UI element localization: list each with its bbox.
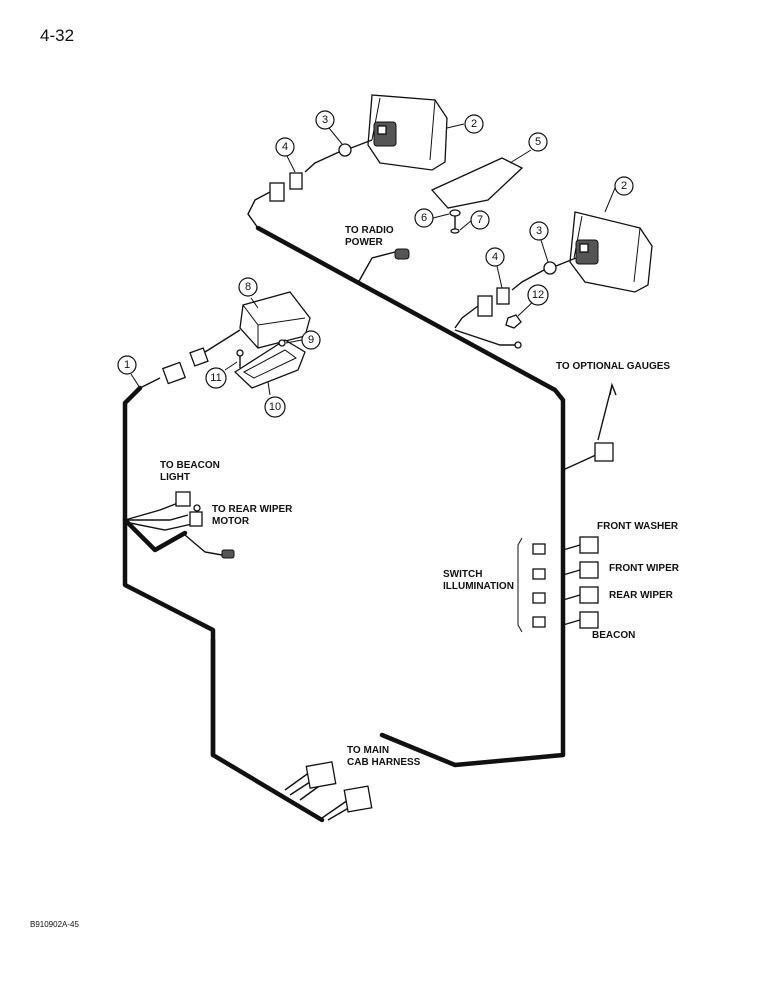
work-lamp-upper — [367, 94, 448, 171]
ground-nut-12 — [454, 314, 522, 349]
svg-text:12: 12 — [532, 289, 544, 301]
dome-lens-9-10 — [233, 339, 306, 389]
label-switch-illumination: SWITCH ILLUMINATION — [443, 569, 514, 592]
label-radio-power: TO RADIO POWER — [345, 225, 397, 248]
svg-text:2: 2 — [621, 180, 627, 192]
radio-power-lead — [357, 248, 410, 284]
label-front-washer: FRONT WASHER — [597, 521, 679, 532]
mounting-bracket-5 — [430, 157, 524, 209]
figure-code: B910902A-45 — [30, 920, 79, 929]
callout-12: 12 — [527, 284, 549, 306]
bolt-washer-6-7 — [449, 209, 461, 234]
callout-4-lower: 4 — [485, 247, 505, 267]
optional-gauges-connector — [562, 382, 617, 471]
svg-text:9: 9 — [308, 334, 314, 346]
svg-text:10: 10 — [269, 401, 281, 413]
svg-text:4: 4 — [282, 141, 288, 153]
work-lamp-lower — [569, 211, 653, 293]
callout-2-lower: 2 — [614, 176, 634, 196]
label-beacon: BEACON — [592, 630, 635, 641]
switch-illumination-connectors — [517, 536, 599, 633]
svg-text:6: 6 — [421, 212, 427, 224]
svg-text:5: 5 — [535, 136, 541, 148]
connector-1 — [139, 329, 241, 389]
screw-11 — [236, 349, 244, 368]
dome-light-8 — [239, 291, 311, 349]
svg-text:8: 8 — [245, 281, 251, 293]
svg-text:3: 3 — [322, 114, 328, 126]
callout-9: 9 — [301, 330, 321, 350]
label-rear-wiper-motor: TO REAR WIPER MOTOR — [212, 504, 295, 527]
beacon-light-lead — [124, 491, 191, 521]
callout-5: 5 — [528, 132, 548, 152]
label-front-wiper: FRONT WIPER — [609, 563, 680, 574]
callout-4-upper: 4 — [275, 137, 295, 157]
label-optional-gauges: TO OPTIONAL GAUGES — [556, 361, 670, 372]
svg-text:11: 11 — [210, 372, 221, 384]
harness-left-branch — [122, 517, 188, 553]
harness-top-run — [255, 225, 566, 768]
callout-1: 1 — [117, 355, 137, 375]
connector-4-lower — [454, 287, 510, 329]
svg-text:7: 7 — [477, 214, 483, 226]
callout-6: 6 — [414, 208, 434, 228]
callout-10: 10 — [264, 396, 286, 418]
callout-11: 11 — [205, 367, 227, 389]
harness-main-loop — [122, 385, 325, 823]
callout-2-upper: 2 — [464, 114, 484, 134]
callout-8: 8 — [238, 277, 258, 297]
main-cab-harness-connectors — [284, 761, 373, 821]
lamp-connector-3-upper — [304, 139, 373, 173]
page-number: 4-32 — [40, 26, 75, 45]
callout-3-lower: 3 — [529, 221, 549, 241]
callout-3-upper: 3 — [315, 110, 335, 130]
lamp-connector-3-lower — [511, 257, 577, 291]
svg-text:4: 4 — [492, 251, 498, 263]
label-beacon-light: TO BEACON LIGHT — [160, 460, 223, 483]
label-main-cab-harness: TO MAIN CAB HARNESS — [347, 745, 421, 768]
callout-7: 7 — [470, 210, 490, 230]
connector-4-upper — [247, 172, 303, 229]
rear-wiper-motor-lead — [124, 504, 235, 559]
label-rear-wiper: REAR WIPER — [609, 590, 674, 601]
svg-text:3: 3 — [536, 225, 542, 237]
svg-text:2: 2 — [471, 118, 477, 130]
svg-text:1: 1 — [124, 359, 130, 371]
